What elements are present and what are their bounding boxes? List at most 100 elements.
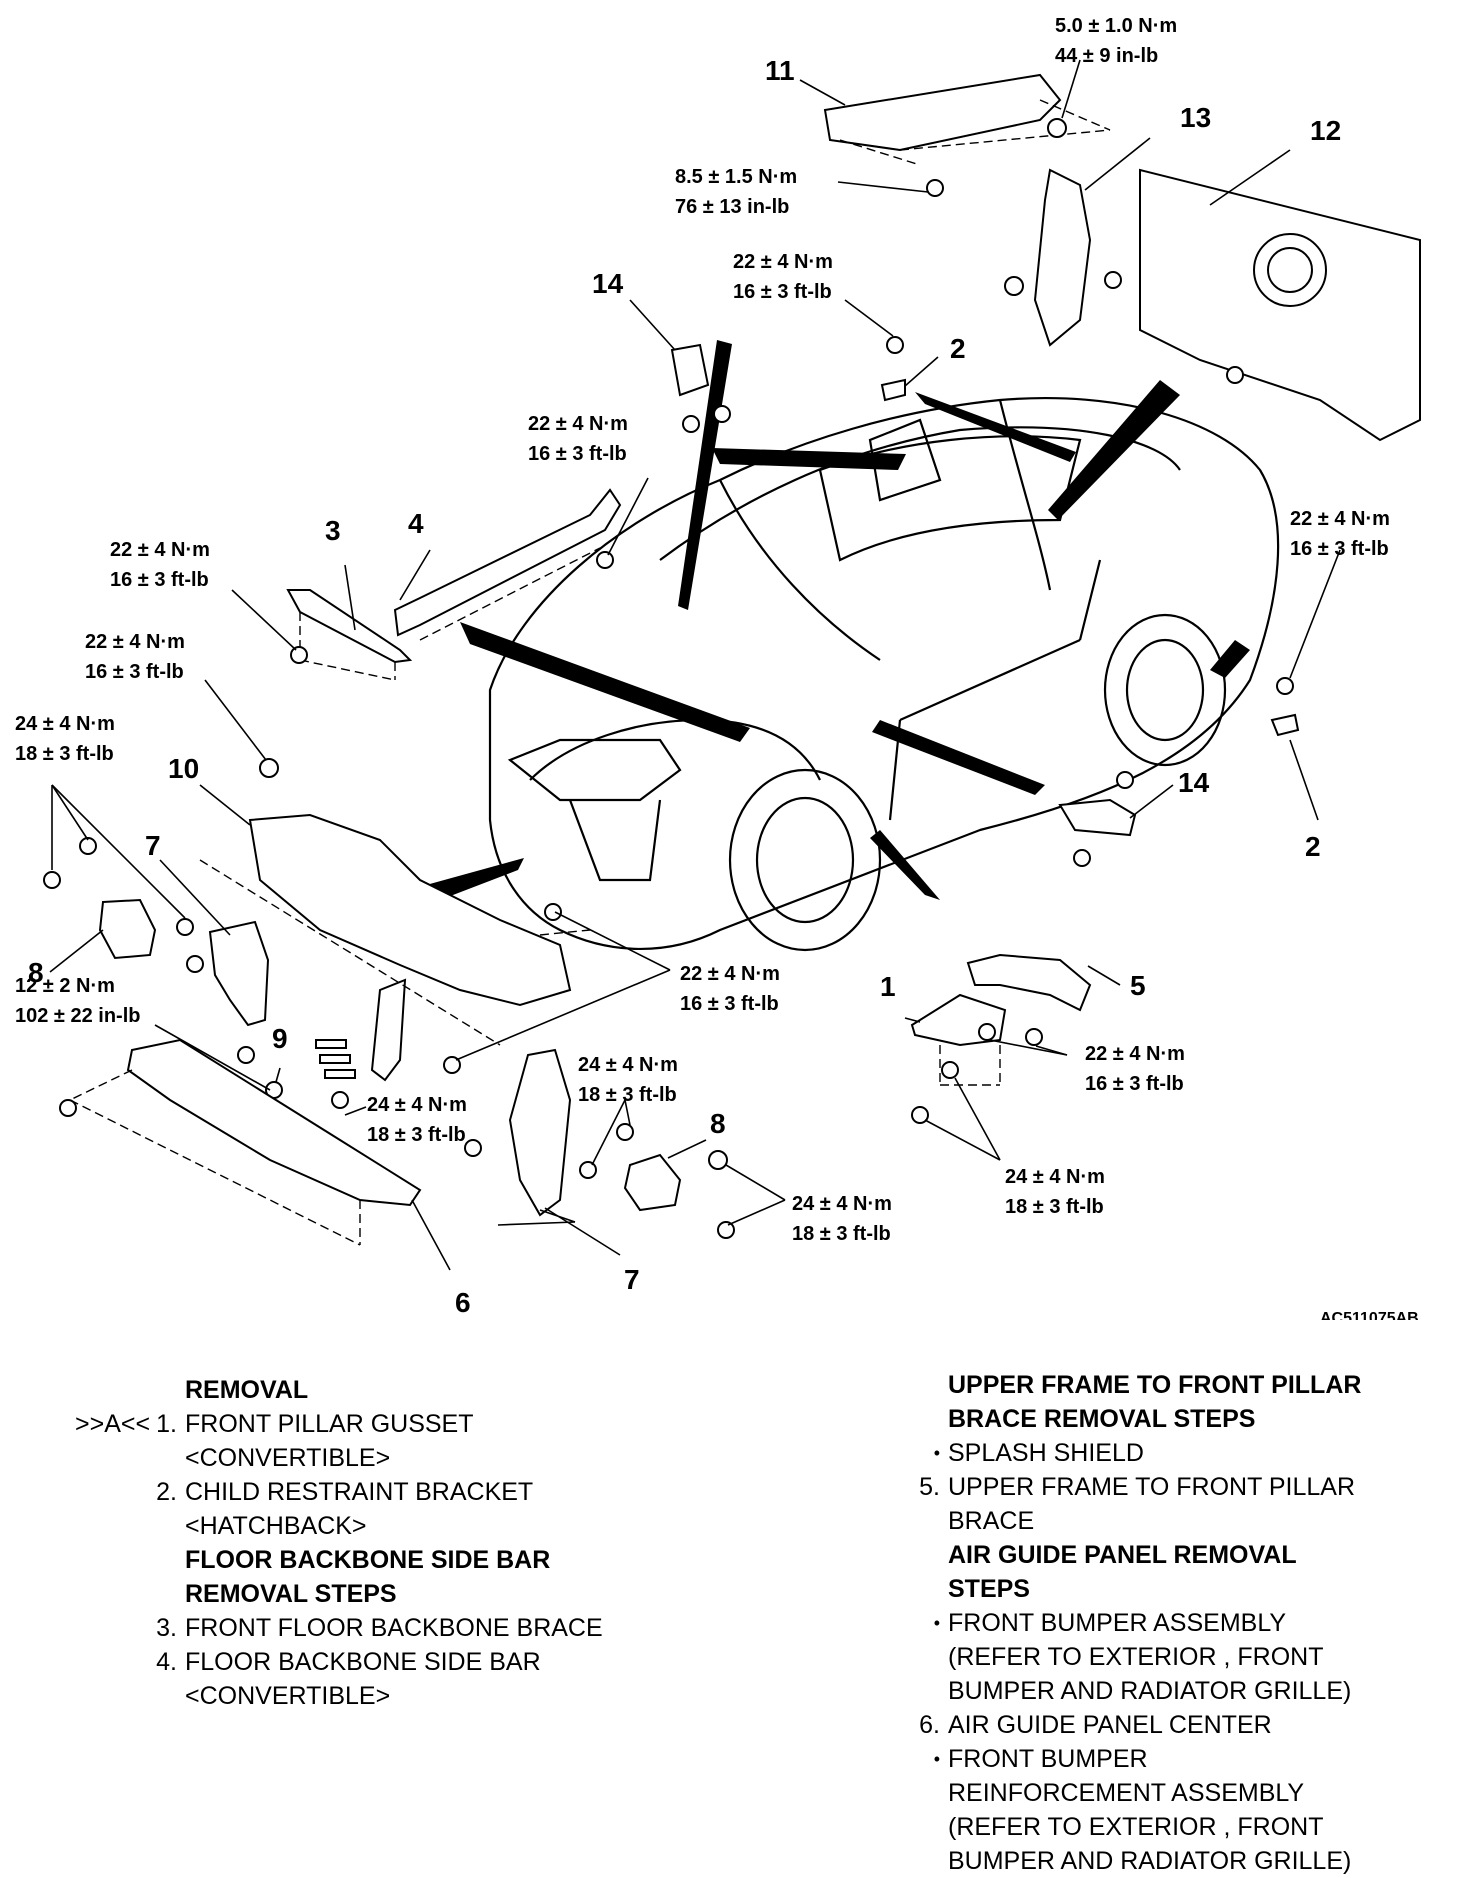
step-text: FRONT FLOOR BACKBONE BRACE xyxy=(185,1614,603,1642)
part-number-5: 5 xyxy=(1130,970,1146,1001)
part-10-upper-frame xyxy=(199,758,591,1082)
part-number-2: 2 xyxy=(950,333,966,364)
section-heading: AIR GUIDE PANEL REMOVAL STEPS xyxy=(948,1538,1468,1606)
section-heading-text: AIR GUIDE PANEL REMOVAL STEPS xyxy=(948,1541,1297,1603)
part-8-bracket-right xyxy=(579,1123,735,1239)
step-text: FRONT BUMPER ASSEMBLY (REFER TO EXTERIOR… xyxy=(948,1609,1352,1705)
part-2-bracket-top xyxy=(880,336,906,402)
part-7-air-guide-left xyxy=(186,920,270,1064)
step-number: 3. xyxy=(156,1614,177,1642)
figure-reference-code: AC511075AB xyxy=(1320,1310,1419,1320)
part-number-13: 13 xyxy=(1180,102,1211,133)
part-14-bracket-top xyxy=(670,343,731,433)
removal-steps-left: REMOVAL >>A<<1. FRONT PILLAR GUSSET <CONVE… xyxy=(75,1373,745,1713)
step-text: FRONT PILLAR GUSSET <CONVERTIBLE> xyxy=(185,1410,474,1472)
step-text: CHILD RESTRAINT BRACKET <HATCHBACK> xyxy=(185,1478,534,1540)
step-number: 6. xyxy=(919,1711,940,1739)
step-number: 1. xyxy=(156,1410,177,1438)
part-number-8: 8 xyxy=(28,957,44,988)
pointer-wedge xyxy=(915,392,1076,462)
part-8-bracket-left xyxy=(43,837,194,960)
part-2-bracket-right xyxy=(1270,677,1300,737)
part-number-4: 4 xyxy=(408,508,424,539)
part-number-11: 11 xyxy=(765,55,795,86)
leader-lines xyxy=(49,59,1341,1271)
part-number-3: 3 xyxy=(325,515,341,546)
part-3-backbone-brace xyxy=(286,589,413,681)
part-7-air-guide-right xyxy=(464,1048,572,1217)
section-heading: REMOVAL xyxy=(185,1373,745,1407)
step-number: 5. xyxy=(919,1473,940,1501)
removal-step: 2. CHILD RESTRAINT BRACKET <HATCHBACK> xyxy=(156,1475,745,1543)
section-heading-text: REMOVAL xyxy=(185,1376,309,1404)
part-number-12: 12 xyxy=(1310,115,1341,146)
removal-steps-right: UPPER FRAME TO FRONT PILLAR BRACE REMOVA… xyxy=(919,1368,1468,1878)
part-number-9: 9 xyxy=(272,1023,288,1054)
part-number-14: 14 xyxy=(1178,767,1210,798)
removal-step: >>A<<1. FRONT PILLAR GUSSET <CONVERTIBLE> xyxy=(75,1407,745,1475)
part-12-splash-shield xyxy=(1139,168,1421,442)
vehicle-outline xyxy=(488,396,1280,952)
pointer-wedge xyxy=(872,720,1045,795)
part-number-8: 8 xyxy=(710,1108,726,1139)
part-5-pillar-brace xyxy=(966,953,1092,1046)
part-14-bracket-right xyxy=(1058,771,1137,867)
step-number: 4. xyxy=(156,1648,177,1676)
part-number-2: 2 xyxy=(1305,831,1321,862)
part-numbers: 11 13 12 14 2 3 4 10 7 8 9 6 7 8 1 5 14 … xyxy=(28,55,1341,1318)
part-number-7: 7 xyxy=(624,1264,640,1295)
section-heading: UPPER FRAME TO FRONT PILLAR BRACE REMOVA… xyxy=(948,1368,1468,1436)
step-text: SPLASH SHIELD xyxy=(948,1439,1144,1467)
part-number-7: 7 xyxy=(145,830,161,861)
removal-step: 4. FLOOR BACKBONE SIDE BAR <CONVERTIBLE> xyxy=(156,1645,745,1713)
part-number-6: 6 xyxy=(455,1287,471,1318)
pointer-wedge xyxy=(870,830,940,900)
removal-step: 3. FRONT FLOOR BACKBONE BRACE xyxy=(156,1611,745,1645)
exploded-parts-diagram: 11 13 12 14 2 3 4 10 7 8 9 6 7 8 1 5 14 … xyxy=(15,15,1421,1320)
bullet-marker: • xyxy=(933,1613,940,1633)
part-13-panel xyxy=(1004,168,1122,347)
part-number-1: 1 xyxy=(880,971,896,1002)
removal-step: • SPLASH SHIELD xyxy=(934,1436,1468,1470)
bullet-marker: • xyxy=(933,1443,940,1463)
part-11-brace xyxy=(823,73,1111,197)
removal-step: • FRONT BUMPER ASSEMBLY (REFER TO EXTERIO… xyxy=(934,1606,1468,1708)
pointer-wedge xyxy=(460,622,750,742)
part-6-air-guide-center xyxy=(59,1038,422,1246)
step-text: FLOOR BACKBONE SIDE BAR <CONVERTIBLE> xyxy=(185,1648,541,1710)
part-number-14: 14 xyxy=(592,268,624,299)
part-4-side-bar xyxy=(393,488,622,641)
section-heading-text: UPPER FRAME TO FRONT PILLAR BRACE REMOVA… xyxy=(948,1371,1362,1433)
step-text: UPPER FRAME TO FRONT PILLAR BRACE xyxy=(948,1473,1356,1535)
part-1-gusset xyxy=(910,993,1007,1124)
location-pointers xyxy=(408,340,1250,910)
removal-step: • FRONT BUMPER REINFORCEMENT ASSEMBLY (RE… xyxy=(934,1742,1468,1878)
bullet-marker: • xyxy=(933,1749,940,1769)
pointer-wedge xyxy=(1210,640,1250,678)
pointer-wedge xyxy=(712,448,906,470)
step-prefix: >>A<< xyxy=(75,1410,151,1438)
section-heading-text: FLOOR BACKBONE SIDE BAR REMOVAL STEPS xyxy=(185,1546,551,1608)
part-number-10: 10 xyxy=(168,753,199,784)
step-text: AIR GUIDE PANEL CENTER xyxy=(948,1711,1272,1739)
step-text: FRONT BUMPER REINFORCEMENT ASSEMBLY (REF… xyxy=(948,1745,1352,1875)
removal-step: 5. UPPER FRAME TO FRONT PILLAR BRACE xyxy=(919,1470,1468,1538)
section-heading: FLOOR BACKBONE SIDE BAR REMOVAL STEPS xyxy=(185,1543,745,1611)
step-number: 2. xyxy=(156,1478,177,1506)
